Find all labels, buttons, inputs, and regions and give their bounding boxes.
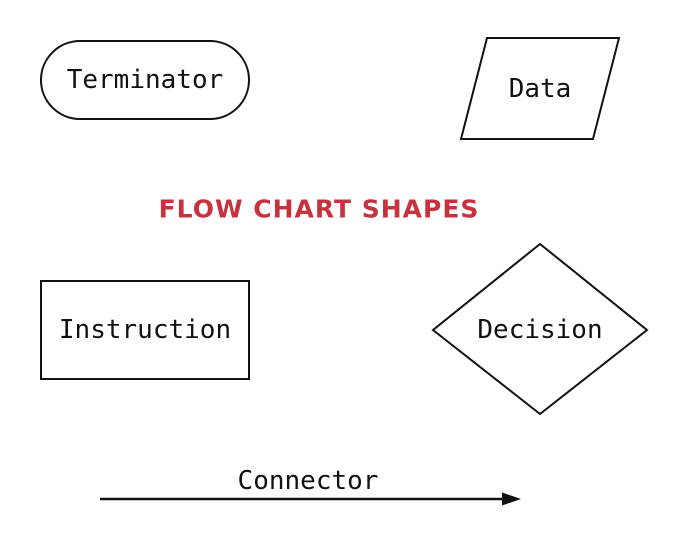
- data-parallelogram-shape: [459, 37, 621, 140]
- terminator-stadium-shape: Terminator: [40, 40, 250, 120]
- terminator-label: Terminator: [66, 65, 224, 95]
- instruction-label: Instruction: [58, 315, 232, 345]
- connector-arrowhead: [502, 492, 521, 506]
- data-label: Data: [508, 74, 572, 104]
- decision-label: Decision: [477, 315, 603, 345]
- instruction-rectangle-shape: Instruction: [40, 280, 250, 380]
- connector-label: Connector: [237, 466, 379, 496]
- diagram-title: FLOW CHART SHAPES: [158, 194, 480, 224]
- decision-diamond-shape: [431, 242, 649, 416]
